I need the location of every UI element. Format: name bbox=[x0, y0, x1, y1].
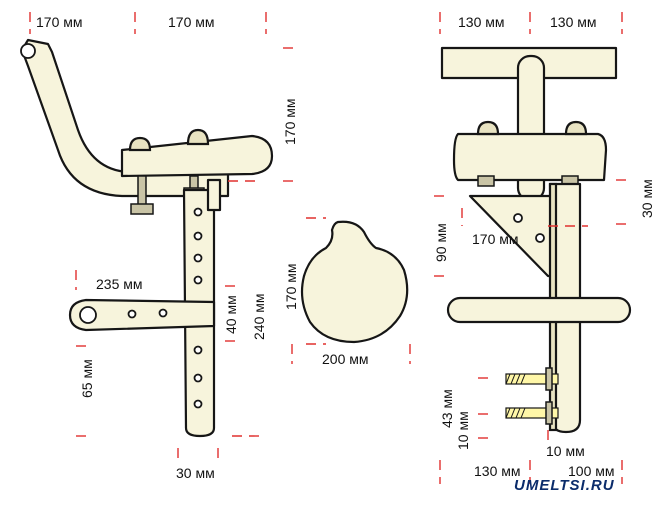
seat-top-view bbox=[300, 220, 409, 344]
post-hole bbox=[193, 275, 203, 285]
dim-label: 130 мм bbox=[474, 463, 521, 479]
dim-label: 130 мм bbox=[458, 14, 505, 30]
bolt-washer bbox=[545, 367, 553, 391]
threaded-bolt bbox=[505, 407, 559, 419]
footrest-arm-hole bbox=[127, 309, 137, 319]
dim-label: 43 мм bbox=[439, 389, 455, 428]
brace-hole bbox=[535, 233, 545, 243]
seat-knob bbox=[564, 120, 588, 136]
watermark: UMELTSI.RU bbox=[514, 477, 615, 494]
dim-label: 10 мм bbox=[455, 411, 471, 450]
bolt-nut bbox=[130, 203, 154, 215]
post-hole bbox=[193, 345, 203, 355]
seat-plate bbox=[120, 134, 274, 178]
front-view bbox=[440, 46, 632, 434]
threaded-bolt bbox=[505, 373, 559, 385]
seat-clamp bbox=[477, 175, 495, 187]
dim-label: 65 мм bbox=[79, 359, 95, 398]
bolt-washer bbox=[545, 401, 553, 425]
dim-label: 240 мм bbox=[251, 294, 267, 341]
seat-front bbox=[452, 132, 608, 182]
dim-label: 170 мм bbox=[168, 14, 215, 30]
post-hole bbox=[193, 373, 203, 383]
dim-label: 100 мм bbox=[568, 463, 615, 479]
post-bracket bbox=[206, 178, 222, 212]
dim-label: 40 мм bbox=[223, 295, 239, 334]
post-hole bbox=[193, 231, 203, 241]
dim-label: 235 мм bbox=[96, 276, 143, 292]
bolt bbox=[137, 175, 147, 207]
post-hole bbox=[193, 253, 203, 263]
backrest-bar-hole bbox=[20, 43, 36, 59]
dim-label: 170 мм bbox=[472, 231, 519, 247]
dim-label: 90 мм bbox=[433, 223, 449, 262]
footrest-arm-hole bbox=[79, 306, 97, 324]
side-view-extension-lines bbox=[29, 12, 298, 458]
seat-top-dimension-labels: 170 мм 200 мм bbox=[283, 264, 369, 368]
footrest-arm bbox=[68, 298, 216, 332]
post-hole bbox=[193, 399, 203, 409]
dim-label: 200 мм bbox=[322, 351, 369, 367]
seat-knob bbox=[476, 120, 500, 136]
side-view-dimension-labels: 170 мм 170 мм 170 мм 235 мм 40 мм 240 мм… bbox=[36, 14, 298, 481]
dim-label: 30 мм bbox=[176, 465, 215, 481]
seat-knob-right bbox=[186, 128, 210, 146]
footrest-bar bbox=[446, 296, 632, 324]
dim-label: 170 мм bbox=[283, 264, 299, 311]
post-hole bbox=[193, 207, 203, 217]
brace-hole bbox=[513, 213, 523, 223]
front-view-extension-lines bbox=[434, 12, 630, 484]
dim-label: 170 мм bbox=[282, 99, 298, 146]
dim-label: 30 мм bbox=[639, 179, 655, 218]
seat-top-extension-lines bbox=[291, 217, 411, 364]
footrest-arm-hole bbox=[158, 308, 168, 318]
side-view bbox=[20, 38, 274, 438]
dim-label: 170 мм bbox=[36, 14, 83, 30]
front-view-dimension-labels: 130 мм 130 мм 30 мм 170 мм 90 мм 43 мм 1… bbox=[433, 14, 655, 479]
seat-knob-left bbox=[128, 136, 152, 152]
dim-label: 10 мм bbox=[546, 443, 585, 459]
dim-label: 130 мм bbox=[550, 14, 597, 30]
seat-outline bbox=[300, 220, 409, 344]
bolt-thread-marks bbox=[505, 373, 526, 419]
